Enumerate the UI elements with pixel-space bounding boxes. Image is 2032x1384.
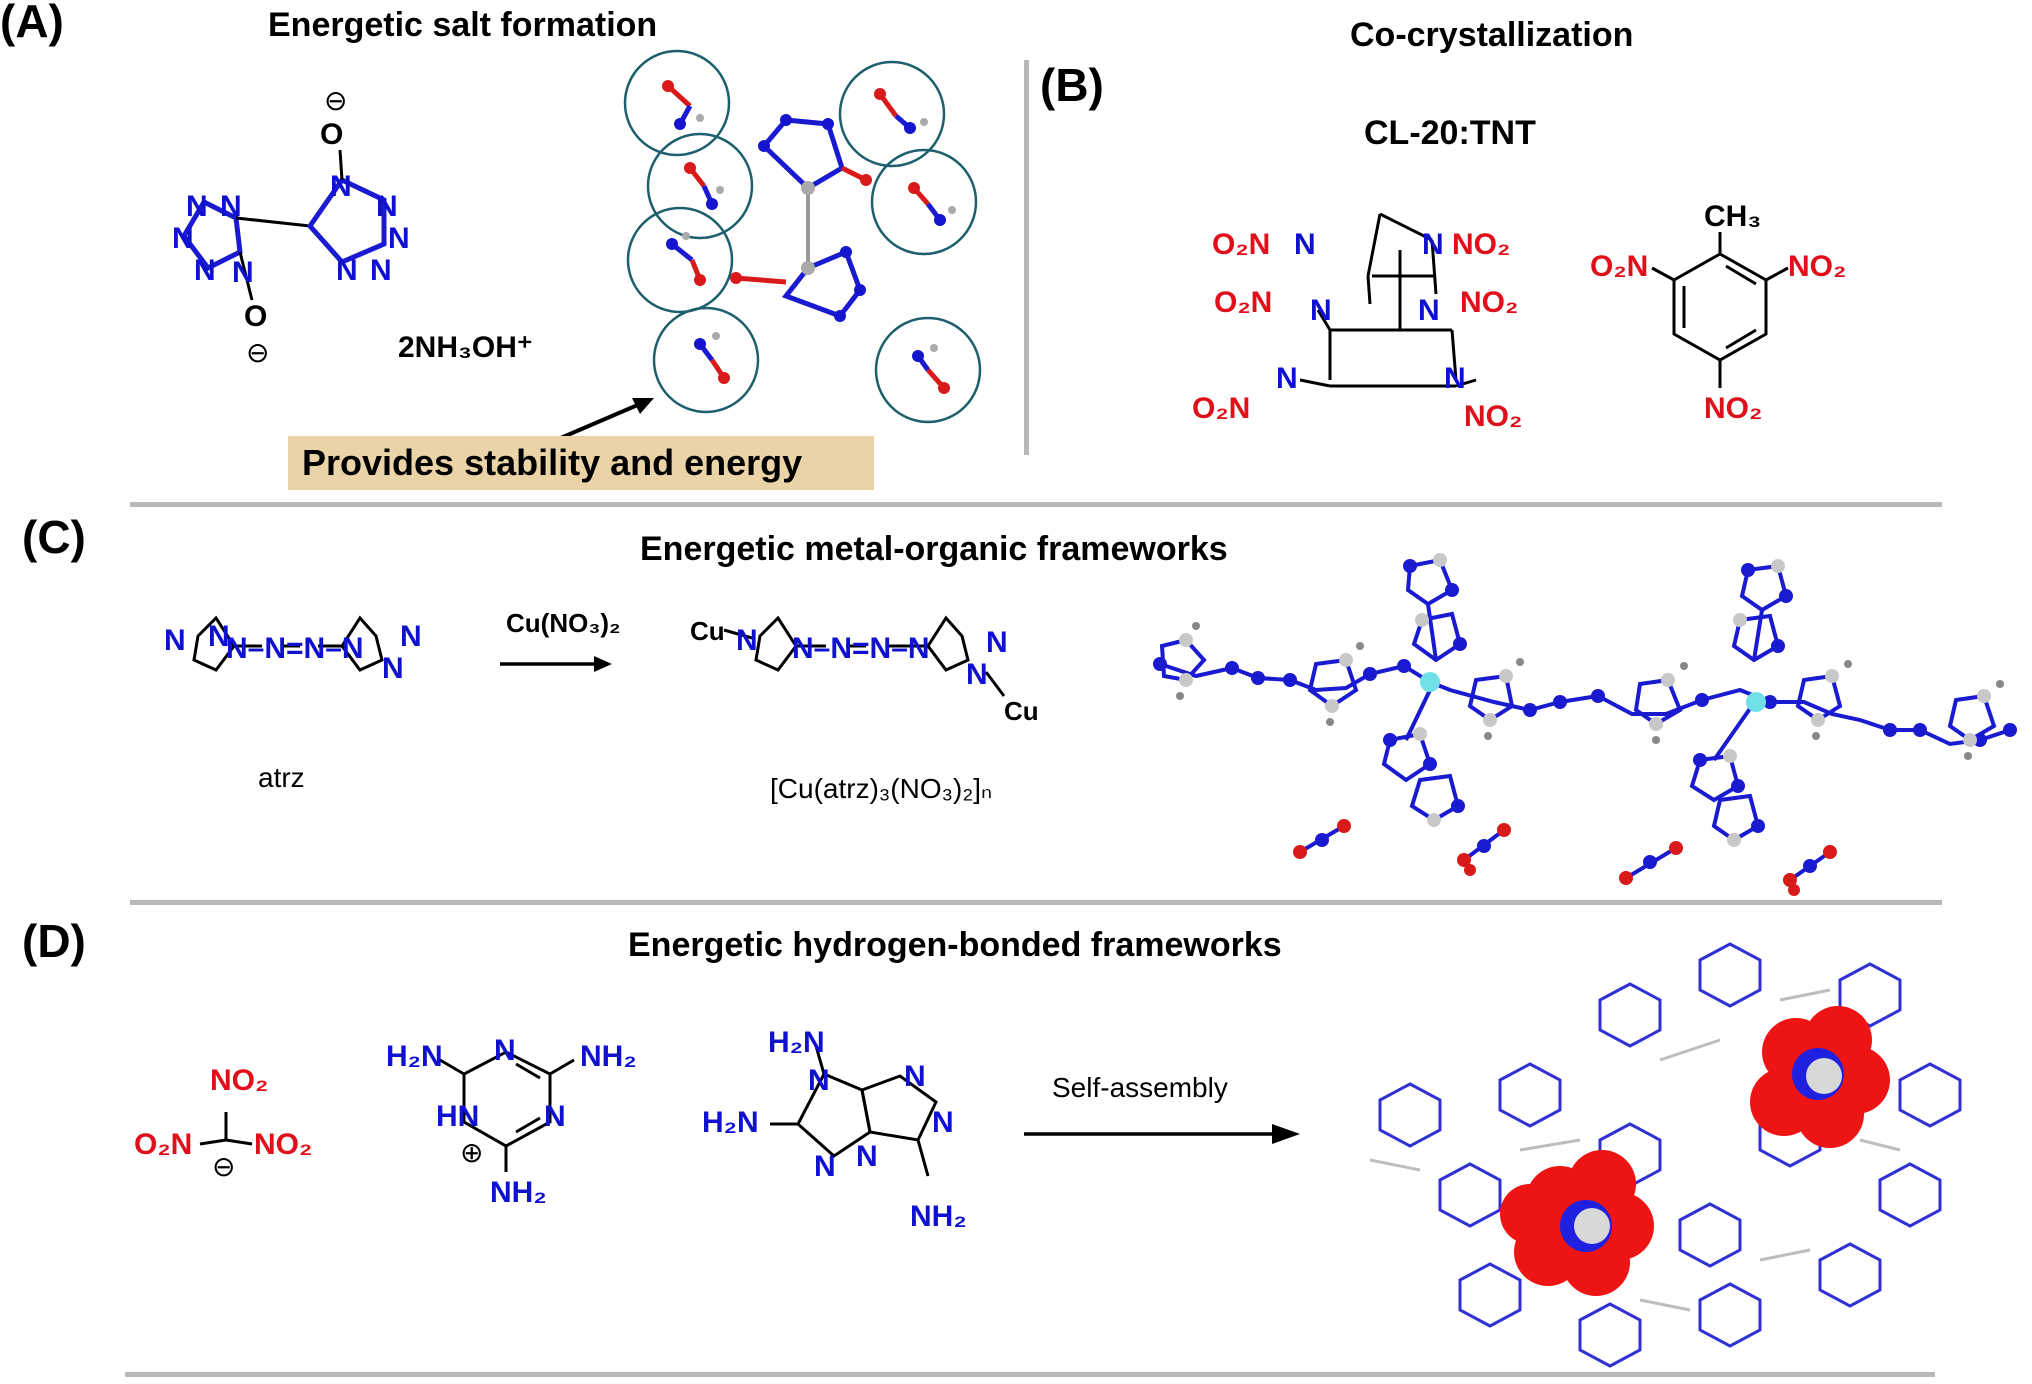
mel-hn: HN: [436, 1100, 480, 1133]
atom-n: N: [186, 190, 208, 223]
tat-n: N: [808, 1064, 830, 1097]
atom-n: N: [376, 190, 398, 223]
product-name: [Cu(atrz)₃(NO₃)₂]ₙ: [770, 773, 993, 804]
tnt-methyl: CH₃: [1704, 200, 1762, 233]
stability-banner: Provides stability and energy: [288, 436, 874, 490]
divider-ab: [1024, 60, 1029, 455]
cl20-no2-2: NO₂: [1460, 286, 1519, 319]
tat-nh2-bottom: NH₂: [910, 1200, 967, 1233]
mel-nh2-bottom: NH₂: [490, 1176, 547, 1209]
tnt-no2-right: NO₂: [1788, 250, 1847, 283]
tat-n: N: [904, 1060, 926, 1093]
panel-title-a: Energetic salt formation: [268, 6, 658, 44]
atom-n: N: [220, 190, 242, 223]
cl20-no2-3: NO₂: [1464, 400, 1523, 433]
atom-n: N: [388, 222, 410, 255]
mel-nh2-right: NH₂: [580, 1040, 637, 1073]
tat-n: N: [932, 1106, 954, 1139]
atrz-bridge: N–N=N–N: [226, 632, 364, 665]
atom-o: O: [320, 118, 344, 151]
mel-n-top: N: [494, 1034, 516, 1067]
cl20-o2n-1: O₂N: [1212, 228, 1271, 261]
atom-n: N: [1444, 362, 1466, 395]
self-assembly-label: Self-assembly: [1052, 1072, 1228, 1103]
panel-label-c: (C): [22, 511, 86, 563]
atom-n: N: [1418, 294, 1440, 327]
atom-n: N: [330, 170, 352, 203]
cl20-o2n-3: O₂N: [1192, 392, 1251, 425]
tnm-no2-top: NO₂: [210, 1064, 269, 1097]
mel-h2n: H₂N: [386, 1040, 443, 1073]
atrz-atoms-left: N: [164, 624, 186, 657]
charge-minus: ⊖: [324, 85, 348, 116]
panel-label-a: (A): [0, 0, 64, 47]
tnm-charge: ⊖: [212, 1151, 236, 1182]
atom-n: N: [232, 256, 254, 289]
panel-title-b: Co-crystallization: [1350, 16, 1634, 54]
atom-n: N: [1276, 362, 1298, 395]
product-n2: N: [986, 626, 1008, 659]
cl20-no2-1: NO₂: [1452, 228, 1511, 261]
panel-title-c: Energetic metal-organic frameworks: [640, 530, 1228, 568]
atom-n: N: [194, 254, 216, 287]
product-n1: N: [736, 624, 758, 657]
tnt-no2-bottom: NO₂: [1704, 392, 1763, 425]
atrz-atoms-right: N: [400, 620, 422, 653]
charge-minus: ⊖: [246, 337, 270, 368]
tat-h2n-top: H₂N: [768, 1026, 825, 1059]
tnm-o2n: O₂N: [134, 1128, 193, 1161]
hydroxylammonium-cation: 2NH₃OH⁺: [398, 331, 533, 364]
atom-n: N: [172, 222, 194, 255]
tnm-no2-right: NO₂: [254, 1128, 313, 1161]
cu-atom-right: Cu: [1004, 696, 1039, 726]
panel-subtitle-b: CL-20:TNT: [1364, 114, 1536, 152]
divider-cd: [130, 900, 1942, 905]
copper-nitrate-reagent: Cu(NO₃)₂: [506, 608, 621, 638]
panel-title-d: Energetic hydrogen-bonded frameworks: [628, 926, 1282, 964]
tat-h2n-left: H₂N: [702, 1106, 759, 1139]
tat-n: N: [856, 1140, 878, 1173]
atom-n: N: [1422, 228, 1444, 261]
panel-label-b: (B): [1040, 59, 1104, 111]
atrz-name: atrz: [258, 762, 305, 793]
mel-charge: ⊕: [460, 1137, 484, 1168]
atom-n: N: [336, 254, 358, 287]
tnt-o2n: O₂N: [1590, 250, 1649, 283]
mel-n-right: N: [544, 1100, 566, 1133]
atom-n: N: [1310, 294, 1332, 327]
cl20-o2n-2: O₂N: [1214, 286, 1273, 319]
cu-atom-left: Cu: [690, 616, 725, 646]
divider-bottom: [125, 1372, 1935, 1377]
product-n3: N: [966, 658, 988, 691]
atrz-atoms-left2: N: [208, 620, 230, 653]
divider-bc: [130, 502, 1942, 507]
atrz-atoms-right2: N: [382, 652, 404, 685]
atom-n: N: [370, 254, 392, 287]
panel-label-d: (D): [22, 915, 86, 967]
tat-n: N: [814, 1150, 836, 1183]
product-bridge: N–N=N–N: [792, 632, 930, 665]
atom-o: O: [244, 300, 268, 333]
atom-n: N: [1294, 228, 1316, 261]
